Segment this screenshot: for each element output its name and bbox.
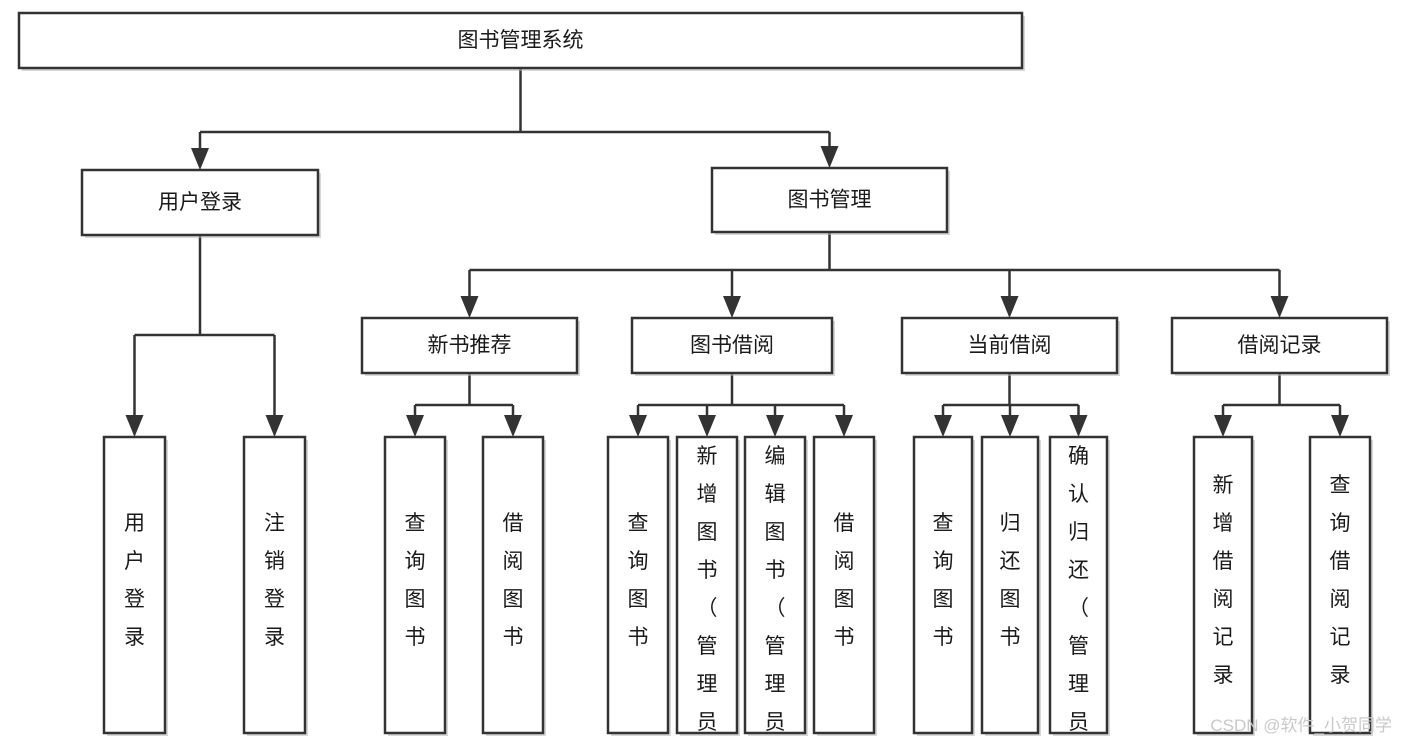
图书借阅-to-借阅图书-arrowhead — [835, 415, 853, 437]
node-level3-当前借阅[interactable]: 当前借阅 — [900, 316, 1120, 376]
node-rect[interactable] — [1170, 316, 1389, 375]
node-label: 借阅图书 — [834, 512, 855, 649]
root-to-用户登录-arrowhead — [191, 148, 209, 170]
node-label: 查询借阅记录 — [1330, 474, 1351, 687]
node-rect[interactable] — [812, 435, 876, 735]
node-rect[interactable] — [383, 435, 447, 735]
node-leaf-用户登录[interactable]: 用户登录 — [102, 435, 168, 736]
图书借阅-to-新增图书管理员-arrowhead — [698, 415, 716, 437]
node-leaf-查询借阅记录[interactable]: 查询借阅记录 — [1308, 435, 1373, 736]
node-leaf-确认归还管理员[interactable]: 确认归还（管理员） — [1048, 435, 1110, 747]
node-leaf-注销登录[interactable]: 注销登录 — [242, 435, 308, 736]
login-to-用户登录-arrowhead — [125, 415, 144, 437]
node-label: 归还图书 — [1000, 512, 1021, 649]
node-label: 借阅图书 — [503, 512, 524, 649]
当前借阅-to-查询图书-arrowhead — [934, 415, 952, 437]
books-to-新书推荐-arrowhead — [460, 296, 479, 318]
node-label: 新增图书（管理员） — [697, 445, 718, 747]
node-label: 图书管理系统 — [458, 29, 584, 52]
node-rect[interactable] — [360, 316, 579, 375]
借阅记录-to-新增借阅记录-arrowhead — [1214, 415, 1232, 437]
root-to-图书管理-arrowhead — [820, 146, 839, 168]
node-label: 用户登录 — [158, 191, 242, 214]
node-rect[interactable] — [900, 316, 1119, 375]
login-to-注销登录-arrowhead — [265, 415, 284, 437]
node-leaf-查询图书[interactable]: 查询图书 — [912, 435, 975, 736]
node-rect[interactable] — [481, 435, 545, 735]
node-level3-借阅记录[interactable]: 借阅记录 — [1170, 316, 1390, 376]
csdn-watermark: CSDN @软件_小贺同学 — [1210, 716, 1392, 735]
node-rect[interactable] — [912, 435, 974, 735]
books-to-当前借阅-arrowhead — [1000, 296, 1019, 318]
node-leaf-查询图书[interactable]: 查询图书 — [606, 435, 671, 736]
node-rect[interactable] — [980, 435, 1040, 735]
node-label: 新书推荐 — [428, 334, 512, 357]
books-to-借阅记录-arrowhead — [1270, 296, 1289, 318]
node-level3-新书推荐[interactable]: 新书推荐 — [360, 316, 580, 376]
当前借阅-to-归还图书-arrowhead — [1001, 415, 1019, 437]
node-rect[interactable] — [675, 435, 739, 735]
node-label: 图书借阅 — [690, 334, 774, 357]
node-layer: 图书管理系统用户登录图书管理新书推荐图书借阅当前借阅借阅记录用户登录注销登录查询… — [17, 11, 1390, 747]
node-rect[interactable] — [1048, 435, 1109, 735]
node-leaf-新增借阅记录[interactable]: 新增借阅记录 — [1192, 435, 1255, 736]
node-level2-图书管理[interactable]: 图书管理 — [710, 166, 950, 235]
node-leaf-归还图书[interactable]: 归还图书 — [980, 435, 1041, 736]
node-rect[interactable] — [242, 435, 307, 735]
node-rect[interactable] — [1308, 435, 1372, 735]
node-level2-用户登录[interactable]: 用户登录 — [80, 168, 321, 238]
借阅记录-to-查询借阅记录-arrowhead — [1331, 415, 1349, 437]
node-leaf-编辑图书管理员[interactable]: 编辑图书（管理员） — [743, 435, 808, 747]
node-level3-图书借阅[interactable]: 图书借阅 — [630, 316, 835, 376]
node-rect[interactable] — [17, 11, 1024, 70]
新书推荐-to-借阅图书-arrowhead — [504, 415, 522, 437]
node-root-图书管理系统[interactable]: 图书管理系统 — [17, 11, 1025, 71]
node-label: 注销登录 — [264, 512, 285, 649]
node-label: 查询图书 — [933, 512, 954, 649]
node-rect[interactable] — [606, 435, 670, 735]
图书借阅-to-查询图书-arrowhead — [629, 415, 647, 437]
node-leaf-查询图书[interactable]: 查询图书 — [383, 435, 448, 736]
node-label: 借阅记录 — [1238, 334, 1322, 357]
node-rect[interactable] — [1192, 435, 1254, 735]
node-label: 查询图书 — [628, 512, 649, 649]
node-label: 查询图书 — [405, 512, 426, 649]
node-label: 图书管理 — [788, 189, 872, 212]
node-rect[interactable] — [710, 166, 949, 234]
connector-layer — [125, 68, 1349, 437]
图书借阅-to-编辑图书管理员-arrowhead — [766, 415, 784, 437]
node-label: 新增借阅记录 — [1213, 474, 1234, 687]
当前借阅-to-确认归还管理员-arrowhead — [1069, 415, 1088, 437]
node-label: 用户登录 — [124, 512, 145, 649]
node-rect[interactable] — [80, 168, 320, 237]
node-rect[interactable] — [630, 316, 834, 375]
node-rect[interactable] — [743, 435, 807, 735]
node-leaf-借阅图书[interactable]: 借阅图书 — [481, 435, 546, 736]
node-rect[interactable] — [102, 435, 167, 735]
node-label: 当前借阅 — [968, 334, 1052, 357]
books-to-图书借阅-arrowhead — [723, 296, 741, 318]
node-leaf-新增图书管理员[interactable]: 新增图书（管理员） — [675, 435, 740, 747]
新书推荐-to-查询图书-arrowhead — [406, 415, 424, 437]
node-leaf-借阅图书[interactable]: 借阅图书 — [812, 435, 877, 736]
node-label: 确认归还（管理员） — [1068, 445, 1089, 747]
node-label: 编辑图书（管理员） — [765, 445, 786, 747]
